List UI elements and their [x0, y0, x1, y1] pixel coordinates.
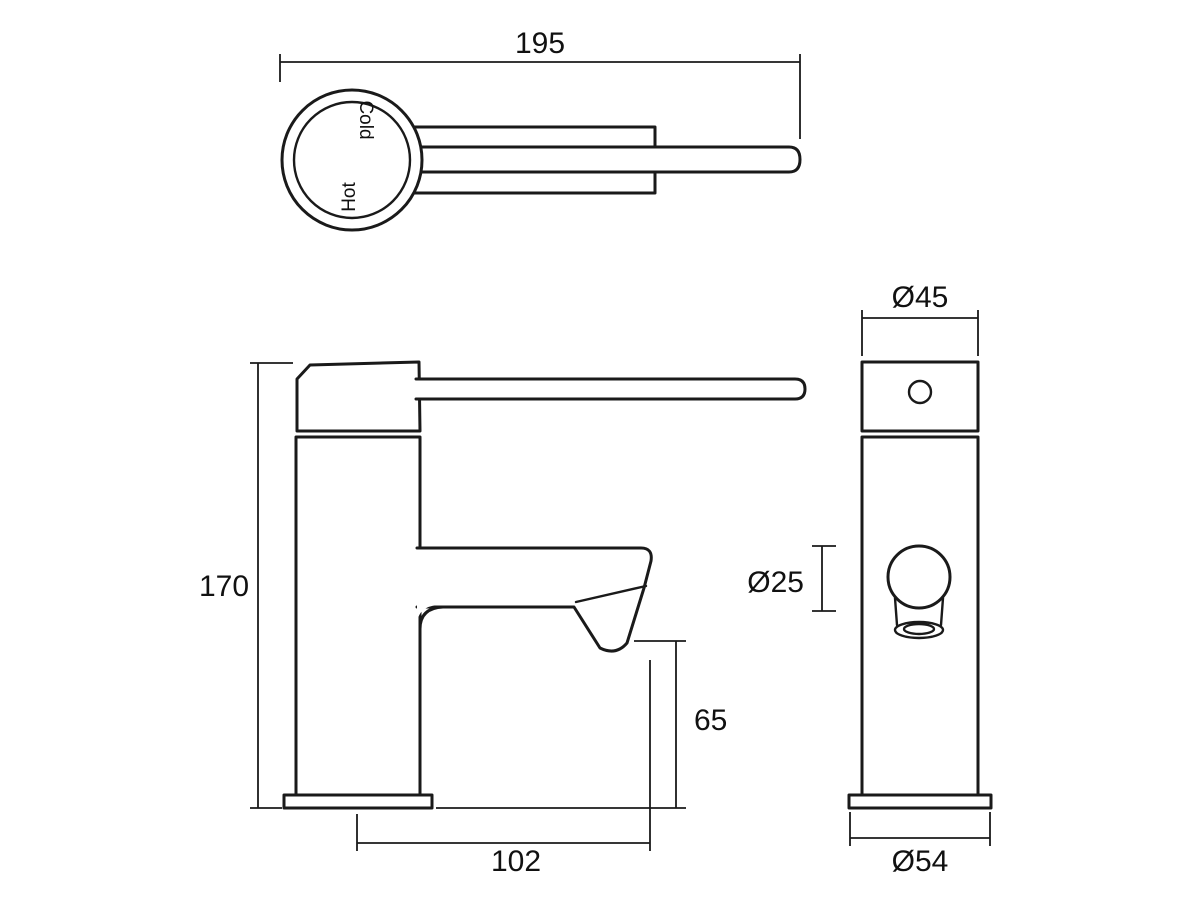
- aerator-opening: [902, 622, 936, 636]
- spout-end-circle: [886, 544, 952, 610]
- mixer-body-side: [860, 435, 980, 797]
- spout-fillet-mask: [417, 605, 441, 626]
- spout-fillet-arc: [418, 605, 445, 631]
- handle-inner-circle: [292, 100, 412, 220]
- dim-45-label: Ø45: [892, 281, 949, 314]
- lever-pin-rod-front: [414, 377, 807, 401]
- spout-front: [415, 546, 653, 653]
- dim-25-label: Ø25: [747, 566, 804, 599]
- base-flange-side: [847, 793, 993, 810]
- dim-102-label: 102: [491, 845, 541, 878]
- dim-65-label: 65: [694, 704, 727, 737]
- dim-outlet-diameter: Ø25: [747, 545, 836, 612]
- base-flange-front: [282, 793, 434, 810]
- handle-cap-front: [295, 360, 422, 433]
- handle-cap-side: [860, 360, 980, 433]
- aerator-side-left-edge: [893, 596, 899, 627]
- aerator-side-right-edge: [939, 596, 945, 627]
- dim-body-diameter: Ø45: [861, 281, 979, 356]
- aerator-joint-line: [574, 584, 648, 604]
- dim-195-label: 195: [515, 27, 565, 60]
- cold-label: Cold: [355, 100, 376, 139]
- mixer-body-front: [294, 435, 422, 797]
- dim-top-width: 195: [279, 27, 801, 139]
- handle-outer-circle: [280, 88, 424, 232]
- dim-outlet-clearance: 65: [436, 640, 727, 809]
- hot-label: Hot: [339, 182, 360, 212]
- lever-pin-rod-top-view: [350, 145, 802, 174]
- dim-170-label: 170: [199, 570, 249, 603]
- dim-base-diameter: Ø54: [849, 812, 991, 878]
- front-view: 170 65 102: [199, 360, 807, 878]
- side-view: Ø45 Ø25 Ø54: [747, 281, 993, 878]
- dim-54-label: Ø54: [892, 845, 949, 878]
- dim-overall-height: 170: [199, 362, 293, 809]
- cap-button-circle: [907, 379, 933, 405]
- dim-spout-reach: 102: [356, 660, 651, 878]
- top-view: 195 Cold Hot: [279, 27, 802, 232]
